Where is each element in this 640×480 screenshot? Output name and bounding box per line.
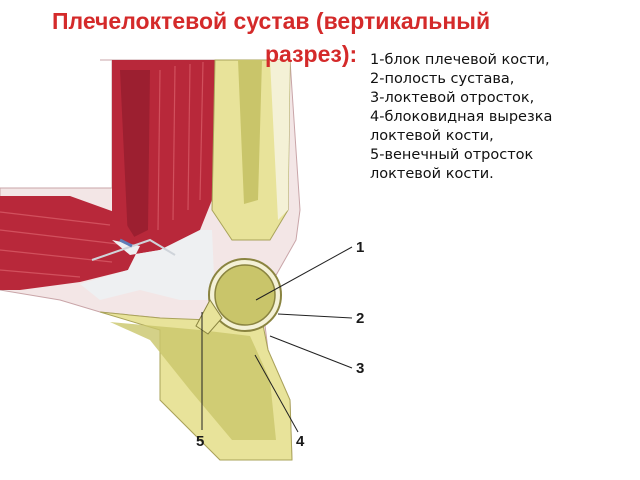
- legend-item: 2-полость сустава,: [370, 71, 515, 87]
- callout-4: 4: [296, 433, 305, 450]
- legend-item: локтевой кости.: [370, 166, 494, 182]
- humerus-cortex-right: [270, 60, 290, 220]
- legend-item: 3-локтевой отросток,: [370, 90, 535, 106]
- tendon-blue-mark: [119, 238, 133, 248]
- ulna-marrow: [110, 322, 276, 440]
- callout-3: 3: [356, 360, 364, 377]
- title-line-1: Плечелоктевой сустав (вертикальный: [52, 8, 491, 34]
- callout-1: 1: [356, 239, 364, 256]
- muscle-fibers: [157, 61, 204, 231]
- legend-item: 5-венечный отросток: [370, 147, 534, 163]
- callout-lines: [201, 246, 353, 433]
- title-line-2: разрез):: [265, 41, 358, 67]
- tendon-band: [80, 230, 215, 300]
- tendon-streak: [91, 238, 176, 261]
- trochlea-humerus: [214, 264, 276, 326]
- slide-title: Плечелоктевой сустав (вертикальный разре…: [52, 5, 612, 71]
- humerus-marrow: [238, 60, 262, 204]
- legend-list: 1-блок плечевой кости, 2-полость сустава…: [370, 51, 630, 184]
- legend-item: 4-блоковидная вырезка: [370, 109, 553, 125]
- forearm-muscle: [0, 196, 140, 290]
- legend-item: локтевой кости,: [370, 128, 494, 144]
- callout-2: 2: [356, 310, 364, 327]
- upper-arm-muscle-dark: [120, 70, 150, 240]
- callout-5: 5: [196, 433, 204, 450]
- legend-item: 1-блок плечевой кости,: [370, 52, 550, 68]
